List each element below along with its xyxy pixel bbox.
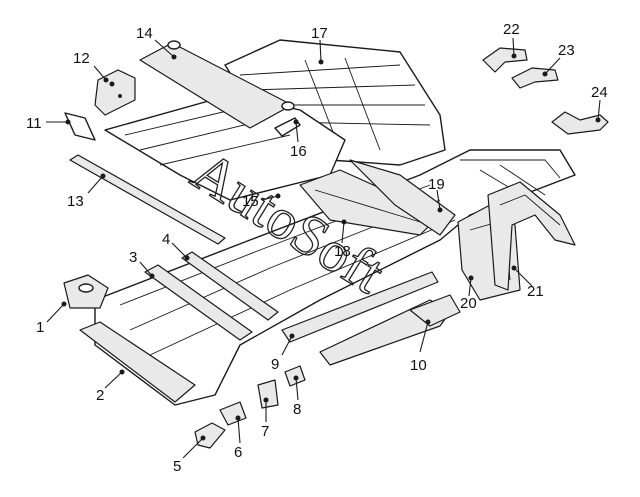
part-7-bracket (257, 379, 279, 409)
part-12-bracket (94, 69, 136, 116)
part-9-rail (281, 271, 439, 343)
part-22-bracket (482, 47, 528, 73)
callout-12: 12 (73, 50, 90, 67)
callout-8: 8 (293, 401, 301, 418)
part-24-bracket (551, 111, 609, 135)
callout-21: 21 (527, 283, 544, 300)
callout-9: 9 (271, 356, 279, 373)
callout-7: 7 (261, 423, 269, 440)
callout-4: 4 (162, 231, 170, 248)
part-2-bumper-beam (79, 321, 196, 403)
part-1-mount (63, 274, 109, 309)
part-21-wheel-arch-outer (487, 181, 576, 291)
callout-5: 5 (173, 458, 181, 475)
callout-6: 6 (234, 444, 242, 461)
callout-13: 13 (67, 193, 84, 210)
callout-3: 3 (129, 249, 137, 266)
leader-lines (46, 37, 601, 459)
callout-22: 22 (503, 21, 520, 38)
part-3-crossmember (144, 264, 253, 341)
callout-20: 20 (460, 295, 477, 312)
front-floor-panel (104, 94, 346, 201)
callout-11: 11 (26, 115, 42, 132)
part-4-tube (181, 251, 279, 321)
part-11-bracket (64, 112, 96, 141)
part-6-bracket (219, 401, 247, 426)
part-10-rail (319, 294, 461, 366)
part-5-bracket (194, 422, 226, 449)
callout-17: 17 (311, 25, 328, 42)
callout-labels: 1 2 3 4 5 6 7 8 9 10 11 12 13 14 15 16 1… (26, 21, 608, 475)
part-19-side-member (349, 159, 456, 236)
callout-24: 24 (591, 84, 608, 101)
callout-19: 19 (428, 176, 445, 193)
callout-14: 14 (136, 25, 153, 42)
part-13-rail (69, 154, 226, 245)
callout-1: 1 (36, 319, 44, 336)
part-14-crossmember (139, 40, 295, 129)
callout-16: 16 (290, 143, 307, 160)
callout-10: 10 (410, 357, 427, 374)
callout-23: 23 (558, 42, 575, 59)
callout-18: 18 (334, 243, 351, 260)
callout-15: 15 (242, 193, 259, 210)
part-23-bracket (511, 67, 559, 89)
callout-2: 2 (96, 387, 104, 404)
